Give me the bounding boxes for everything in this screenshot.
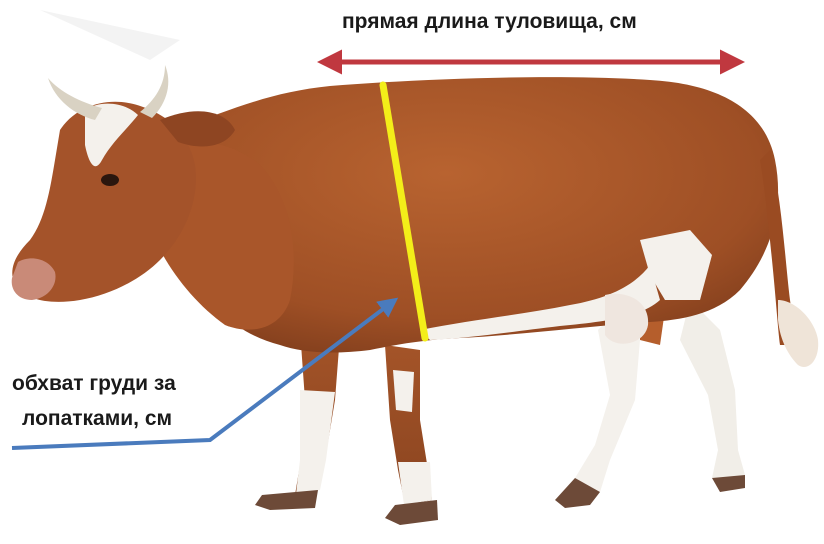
chest-girth-label-line2: лопатками, см [12,405,176,432]
chest-girth-label-line1: обхват груди за [12,370,176,397]
background-shape [40,10,180,60]
front-legs [255,330,438,525]
cow-eye [101,174,119,186]
chest-girth-label: обхват груди за лопатками, см [12,370,176,433]
hind-legs [555,300,745,508]
body-length-label: прямая длина туловища, см [342,8,637,35]
